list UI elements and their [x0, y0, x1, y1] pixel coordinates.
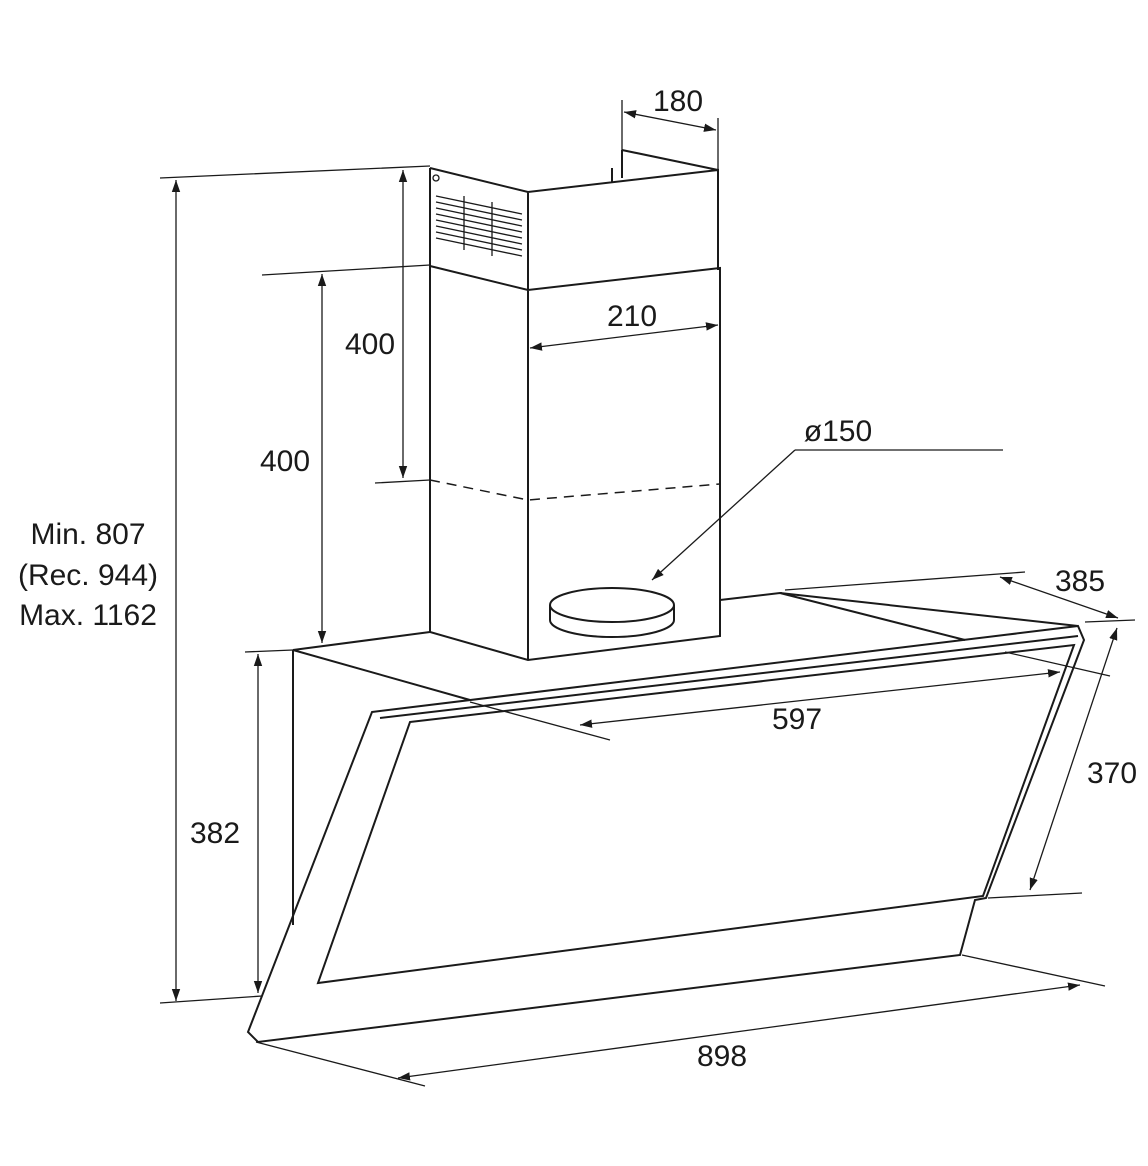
height-rec-label: (Rec. 944)	[18, 559, 158, 592]
lower-chimney-label: 400	[260, 445, 310, 478]
hood-depth-label: 385	[1055, 565, 1105, 598]
chimney-depth-label: 180	[653, 85, 703, 118]
glass-height-label: 370	[1087, 757, 1137, 790]
vent-grille-icon	[435, 194, 523, 257]
lower-chimney	[429, 264, 721, 662]
height-max-label: Max. 1162	[19, 599, 157, 632]
outlet-diameter-label: ø150	[804, 415, 872, 448]
hood-body	[246, 591, 1086, 1044]
hood-front-height-label: 382	[190, 817, 240, 850]
upper-chimney	[429, 149, 719, 290]
chimney-width-label: 210	[607, 300, 657, 333]
dimension-lines	[159, 100, 1136, 1087]
height-min-label: Min. 807	[30, 518, 145, 551]
air-outlet-icon	[549, 587, 675, 638]
hood-width-label: 898	[697, 1040, 747, 1073]
upper-chimney-label: 400	[345, 328, 395, 361]
hood-top-width-label: 597	[772, 703, 822, 736]
